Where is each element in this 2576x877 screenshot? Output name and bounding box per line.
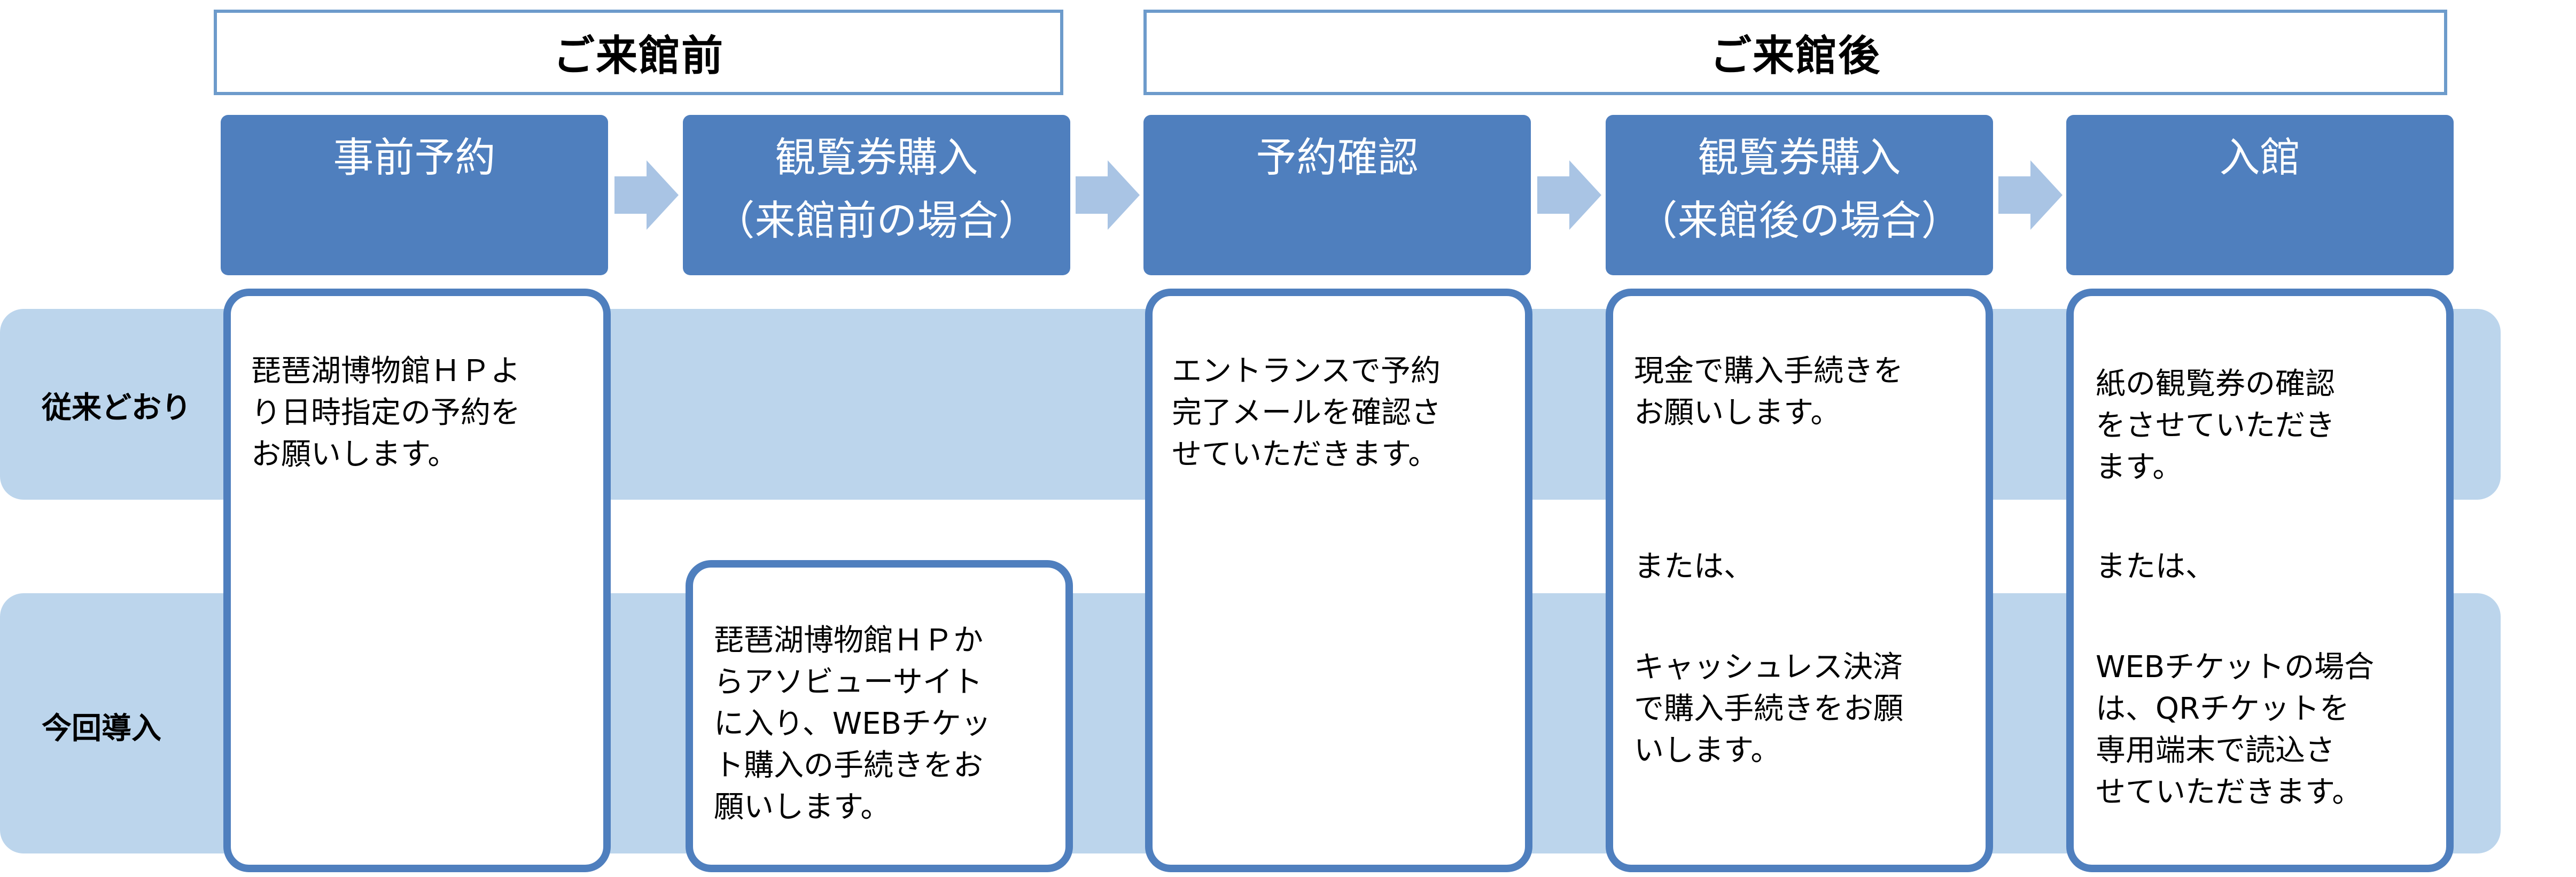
step-sublabel: （来館後の場合） <box>1637 197 1962 244</box>
step-label: 観覧券購入 <box>775 134 978 181</box>
text-web-ticket: 琵琶湖博物館ＨＰか らアソビューサイト に入り、WEBチケッ ト購入の手続きをお… <box>714 623 991 825</box>
card-reservation <box>223 289 611 872</box>
step-sublabel: （来館前の場合） <box>714 197 1039 244</box>
step-ticket-purchase-before: 観覧券購入 （来館前の場合） <box>683 115 1070 275</box>
text-or-2: または、 <box>2096 549 2215 584</box>
text-cash: 現金で購入手続きを お願いします。 <box>1634 354 1903 430</box>
phase-before-label: ご来館前 <box>552 32 724 80</box>
phase-after-header: ご来館後 <box>1143 10 2447 95</box>
row-label-conventional: 従来どおり <box>42 391 191 425</box>
arrow-right-icon <box>1537 160 1601 230</box>
arrow-right-icon <box>614 160 679 230</box>
step-advance-reservation: 事前予約 <box>221 115 608 275</box>
text-qr: WEBチケットの場合 は、QRチケットを 専用端末で読込さ せていただきます。 <box>2096 650 2375 810</box>
step-reservation-confirm: 予約確認 <box>1143 115 1531 275</box>
text-paper: 紙の観覧券の確認 をさせていただき ます。 <box>2096 367 2335 485</box>
step-entrance: 入館 <box>2066 115 2454 275</box>
step-label: 事前予約 <box>333 134 496 181</box>
phase-before-header: ご来館前 <box>214 10 1063 95</box>
step-label: 予約確認 <box>1256 134 1419 181</box>
phase-after-label: ご来館後 <box>1709 32 1881 80</box>
text-or-1: または、 <box>1634 549 1754 584</box>
card-web-ticket <box>686 560 1073 872</box>
arrow-right-icon <box>1076 160 1140 230</box>
arrow-right-icon <box>1998 160 2063 230</box>
text-confirm: エントランスで予約 完了メールを確認さ せていただきます。 <box>1172 354 1441 472</box>
card-ticket-purchase <box>1606 289 1993 872</box>
row-label-new: 今回導入 <box>42 711 161 746</box>
card-entrance <box>2066 289 2454 872</box>
step-label: 観覧券購入 <box>1698 134 1901 181</box>
text-reservation: 琵琶湖博物館ＨＰよ り日時指定の予約を お願いします。 <box>251 354 520 472</box>
step-label: 入館 <box>2219 134 2301 181</box>
text-cashless: キャッシュレス決済 で購入手続きをお願 いします。 <box>1634 650 1903 768</box>
step-ticket-purchase-after: 観覧券購入 （来館後の場合） <box>1606 115 1993 275</box>
card-confirm <box>1145 289 1532 872</box>
